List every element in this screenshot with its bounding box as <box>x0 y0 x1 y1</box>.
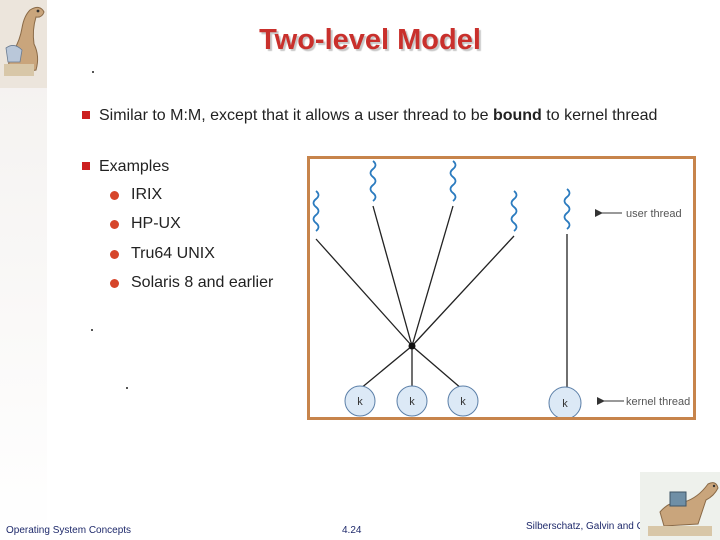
mapping-line <box>359 345 413 390</box>
round-bullet-icon <box>110 279 119 288</box>
thread-mapping-diagram: k k k k user thread kernel thread <box>312 160 690 420</box>
speck-mark <box>91 329 93 331</box>
dinosaur-logo-icon <box>0 0 47 88</box>
kernel-thread-node <box>344 385 376 417</box>
footer-right: Silberschatz, Galvin and Gagne ©2005 <box>526 521 700 532</box>
bullet-1-bold: bound <box>492 107 542 124</box>
example-item: Tru64 UNIX <box>131 245 215 262</box>
user-thread-squiggle <box>369 160 377 202</box>
round-bullet-icon <box>110 250 119 259</box>
kernel-thread-label: kernel thread <box>626 396 690 408</box>
kernel-node-label: k <box>562 398 568 410</box>
mapping-line <box>372 205 413 347</box>
kernel-node-label: k <box>357 396 363 408</box>
mapping-line <box>315 238 413 347</box>
example-item: Solaris 8 and earlier <box>131 274 274 291</box>
page-number: 4.24 <box>342 525 362 536</box>
junction-point <box>408 342 416 350</box>
user-thread-squiggle <box>449 160 457 202</box>
bullet-text-1: Similar to M:M, except that it allows a … <box>99 105 659 127</box>
round-bullet-icon <box>110 220 119 229</box>
user-thread-label: user thread <box>626 208 682 220</box>
kernel-node-label: k <box>409 396 415 408</box>
square-bullet-icon <box>82 111 90 119</box>
kernel-thread-node <box>396 385 428 417</box>
example-item: IRIX <box>131 186 163 203</box>
user-thread-squiggle <box>510 190 518 232</box>
bullet-1-pre: Similar to M:M, except that it allows a … <box>99 107 493 124</box>
bullet-1-post: to kernel thread <box>541 107 658 124</box>
mapping-line <box>411 345 463 390</box>
sidebar-decoration <box>0 0 47 540</box>
user-thread-squiggle <box>312 190 320 232</box>
slide-title: Two-level Model <box>259 24 481 56</box>
speck-mark <box>92 71 94 73</box>
example-item: HP-UX <box>131 215 181 232</box>
two-level-model-diagram: k k k k user thread kernel thread <box>307 156 696 420</box>
kernel-node-label: k <box>460 396 466 408</box>
mapping-line <box>411 205 454 347</box>
speck-mark <box>126 387 128 389</box>
round-bullet-icon <box>110 191 119 200</box>
user-thread-squiggle <box>563 188 571 230</box>
footer-left: Operating System Concepts <box>6 525 132 536</box>
mapping-line <box>411 235 515 347</box>
kernel-thread-node <box>447 385 479 417</box>
bullet-text-2: Examples <box>99 158 170 175</box>
square-bullet-icon <box>82 162 90 170</box>
dinosaur-corner-icon <box>640 472 720 540</box>
